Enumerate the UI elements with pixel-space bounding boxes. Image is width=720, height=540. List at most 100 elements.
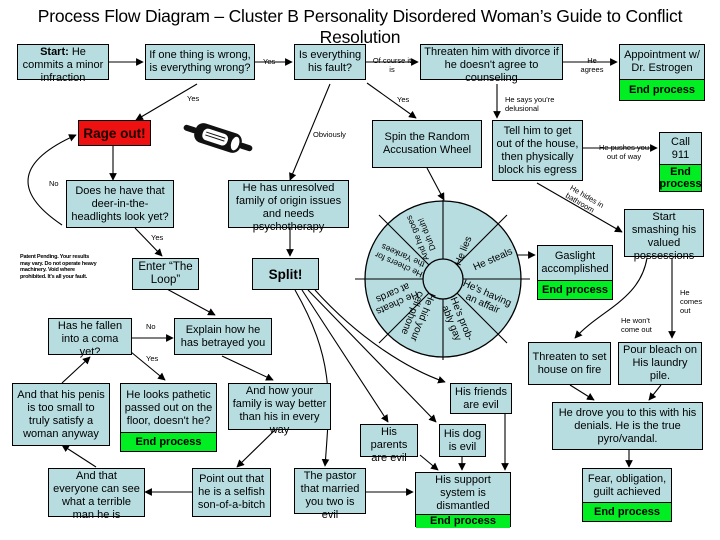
edge-coma-pathetic xyxy=(130,351,166,381)
node-text: Threaten him with divorce if he doesn't … xyxy=(424,46,559,84)
edge-family-selfish xyxy=(236,427,278,468)
edge-label-no: No xyxy=(49,179,59,188)
node-tell-him-leave[interactable]: Tell him to get out of the house, then p… xyxy=(492,120,583,181)
edge-loop-betrayed xyxy=(164,287,216,316)
edge-label-obviously: Obviously xyxy=(313,130,346,139)
edge-split-dog xyxy=(307,289,437,423)
node-start[interactable]: Start: He commits a minor infraction xyxy=(17,44,109,84)
edge-fault-spin xyxy=(366,82,417,119)
start-text: He commits a minor infraction xyxy=(22,46,104,84)
node-selfish[interactable]: Point out that he is a selfish son-of-a-… xyxy=(192,468,271,517)
node-text: Call 911 xyxy=(671,135,690,161)
node-his-fault[interactable]: Is everything his fault? xyxy=(294,44,366,80)
node-text: Enter “The Loop” xyxy=(138,261,193,286)
rolling-pin-icon xyxy=(183,123,253,153)
edge-tell-smash xyxy=(536,182,623,233)
edge-split-friends xyxy=(314,289,446,384)
node-penis[interactable]: And that his penis is too small to truly… xyxy=(12,383,110,446)
edge-deer-rage xyxy=(27,134,77,226)
node-family-better[interactable]: And how your family is way better than h… xyxy=(228,383,331,436)
node-split[interactable]: Split! xyxy=(252,258,319,290)
node-call-911[interactable]: Call 911 End process xyxy=(659,132,702,192)
node-text: Explain how he has betrayed you xyxy=(180,323,266,349)
node-spin-wheel[interactable]: Spin the Random Accusation Wheel xyxy=(372,120,482,168)
edge-split-pastor xyxy=(294,289,330,467)
node-fog-achieved[interactable]: Fear, obligation, guilt achieved End pro… xyxy=(582,468,672,522)
end-process: End process xyxy=(583,502,671,521)
node-text: Pour bleach on His laundry pile. xyxy=(623,344,697,382)
node-pathetic[interactable]: He looks pathetic passed out on the floo… xyxy=(120,383,217,452)
node-explain-betrayed[interactable]: Explain how he has betrayed you xyxy=(174,318,272,355)
edge-everyone-penis xyxy=(61,444,97,468)
node-text: And that everyone can see what a terribl… xyxy=(53,470,140,521)
edge-spin-wheel xyxy=(426,167,445,201)
node-text: His dog is evil xyxy=(443,427,482,453)
edge-onething-rage xyxy=(135,83,198,121)
edge-split-parents xyxy=(301,289,389,423)
edge-smash-fire xyxy=(574,257,648,339)
edge-fault-unresolved xyxy=(289,83,331,181)
node-text: Tell him to get out of the house, then p… xyxy=(496,124,579,176)
node-threaten-fire[interactable]: Threaten to set house on fire xyxy=(528,342,611,385)
node-text: Has he fallen into a coma yet? xyxy=(57,320,123,358)
end-process: End process xyxy=(538,280,612,299)
node-appointment[interactable]: Appointment w/ Dr. Estrogen End process xyxy=(619,44,705,101)
edge-label-yes: Yes xyxy=(151,233,164,242)
node-rage-out[interactable]: Rage out! xyxy=(78,120,151,146)
edge-label-yes: Yes xyxy=(146,354,159,363)
edge-label-pushes: He pushes you out of way xyxy=(598,143,650,161)
edge-label-yes: Yes xyxy=(263,57,276,66)
edge-parents-support xyxy=(419,454,439,471)
edge-label-comes-out: He comes out xyxy=(680,288,703,315)
edge-label-yes: Yes xyxy=(187,94,200,103)
edge-bleach-drove xyxy=(648,384,662,401)
edge-penis-coma xyxy=(61,356,91,384)
node-text: He looks pathetic passed out on the floo… xyxy=(124,388,213,427)
edge-betrayed-family xyxy=(221,355,274,381)
node-text: Is everything his fault? xyxy=(298,49,362,74)
diagram-title: Process Flow Diagram – Cluster B Persona… xyxy=(37,6,683,47)
start-label: Start: xyxy=(40,46,69,58)
accusation-wheel[interactable]: He lies He steals He's havingan affair H… xyxy=(355,200,530,360)
edge-label-of-course: Of course it is xyxy=(372,56,412,74)
node-deer-headlights[interactable]: Does he have that deer-in-the-headlights… xyxy=(66,180,174,228)
node-text: Threaten to set house on fire xyxy=(532,350,607,376)
end-process: End process xyxy=(416,514,510,528)
node-support-dismantled[interactable]: His support system is dismantled End pro… xyxy=(415,472,511,528)
edge-label-wont-come-out: He won't come out xyxy=(621,316,652,334)
node-text: Appointment w/ Dr. Estrogen xyxy=(624,49,700,74)
node-text: Does he have that deer-in-the-headlights… xyxy=(71,184,169,223)
node-smash-possessions[interactable]: Start smashing his valued possessions xyxy=(624,209,704,262)
node-text: The pastor that married you two is evil xyxy=(300,470,360,521)
edge-label-no: No xyxy=(146,322,156,331)
node-divorce-threat[interactable]: Threaten him with divorce if he doesn't … xyxy=(420,44,563,84)
node-dog-evil[interactable]: His dog is evil xyxy=(439,424,486,457)
node-parents-evil[interactable]: His parents are evil xyxy=(360,424,418,464)
node-unresolved-issues[interactable]: He has unresolved family of origin issue… xyxy=(228,180,349,233)
node-text: He has unresolved family of origin issue… xyxy=(235,182,342,233)
node-enter-loop[interactable]: Enter “The Loop” xyxy=(132,258,199,290)
edge-label-yes: Yes xyxy=(397,95,410,104)
node-text: His friends are evil xyxy=(455,385,507,411)
node-friends-evil[interactable]: His friends are evil xyxy=(450,383,512,414)
node-text: And how your family is way better than h… xyxy=(232,385,327,436)
node-everyone[interactable]: And that everyone can see what a terribl… xyxy=(48,468,145,521)
end-process: End process xyxy=(659,164,702,191)
node-text: Split! xyxy=(268,266,303,282)
edge-deer-loop xyxy=(134,227,163,257)
node-one-thing-wrong[interactable]: If one thing is wrong, is everything wro… xyxy=(145,44,255,80)
node-text: If one thing is wrong, is everything wro… xyxy=(149,49,251,74)
edge-label-delusional: He says you're delusional xyxy=(505,95,555,113)
node-text: Rage out! xyxy=(83,125,146,141)
node-pour-bleach[interactable]: Pour bleach on His laundry pile. xyxy=(618,342,702,385)
node-text: He drove you to this with his denials. H… xyxy=(558,406,697,445)
node-coma[interactable]: Has he fallen into a coma yet? xyxy=(48,318,132,358)
node-pastor-evil[interactable]: The pastor that married you two is evil xyxy=(294,468,366,521)
disclaimer-note: Patent Pending. Your results may vary. D… xyxy=(20,254,97,280)
node-gaslight[interactable]: Gaslight accomplished End process xyxy=(537,245,613,300)
node-text: Fear, obligation, guilt achieved xyxy=(587,472,667,498)
node-text: Spin the Random Accusation Wheel xyxy=(382,131,472,156)
edge-fire-drove xyxy=(569,384,595,401)
node-drove-you[interactable]: He drove you to this with his denials. H… xyxy=(552,402,703,450)
